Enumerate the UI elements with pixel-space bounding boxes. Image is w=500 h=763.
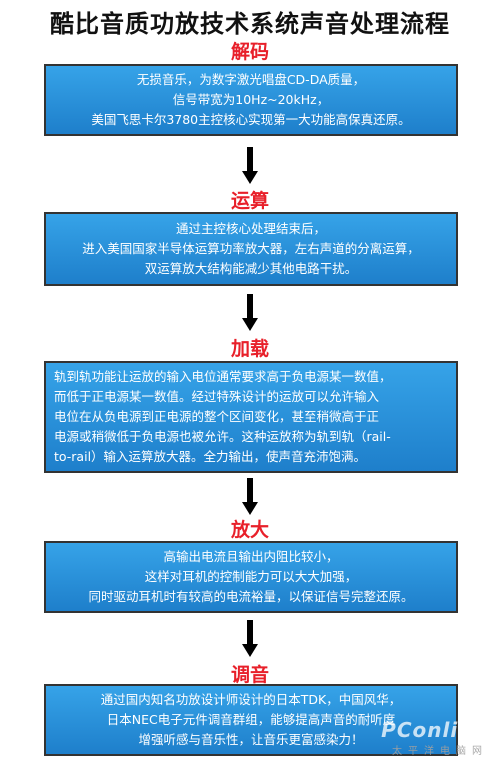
flow-arrow-down (242, 294, 258, 331)
stage-box-line: 同时驱动耳机时有较高的电流裕量，以保证信号完整还原。 (88, 589, 414, 604)
stage-box-tuning: 通过国内知名功放设计师设计的日本TDK，中国风华， 日本NEC电子元件调音群组，… (44, 684, 458, 756)
stage-box-line: 电源或稍微低于负电源也被允许。这种运放称为轨到轨（rail- (54, 429, 391, 444)
stage-box-line: 日本NEC电子元件调音群组，能够提高声音的耐听度 (106, 712, 396, 727)
stage-box-line: 轨到轨功能让运放的输入电位通常要求高于负电源某一数值， (54, 369, 392, 384)
stage-box-line: 高输出电流且输出内阻比较小， (163, 549, 339, 564)
stage-label-decode: 解码 (230, 41, 269, 63)
stage-label-compute: 运算 (230, 190, 269, 212)
stage-box-load: 轨到轨功能让运放的输入电位通常要求高于负电源某一数值， 而低于正电源某一数值。经… (44, 361, 458, 473)
stage-box-line: 而低于正电源某一数值。经过特殊设计的运放可以允许输入 (54, 389, 380, 404)
watermark-sub-text: 太平洋电脑网 (392, 746, 488, 757)
stage-label-load: 加载 (230, 338, 269, 360)
stage-box-line: 通过主控核心处理结束后， (175, 221, 326, 236)
stage-label-tuning: 调音 (230, 664, 269, 686)
stage-box-line: 信号带宽为10Hz~20kHz， (172, 92, 330, 107)
pconline-watermark: PConline 太平洋电脑网 (381, 718, 488, 757)
watermark-main-text: PConline (381, 718, 488, 742)
stage-box-line: 这样对耳机的控制能力可以大大加强， (144, 569, 358, 584)
stage-box-line: 无损音乐，为数字激光唱盘CD-DA质量， (136, 72, 366, 87)
stage-box-line: to-rail）输入运算放大器。全力输出，使声音充沛饱满。 (54, 449, 367, 464)
stage-box-line: 美国飞思卡尔3780主控核心实现第一大功能高保真还原。 (91, 112, 411, 127)
stage-box-line: 通过国内知名功放设计师设计的日本TDK，中国风华， (100, 692, 402, 707)
stage-box-decode: 无损音乐，为数字激光唱盘CD-DA质量， 信号带宽为10Hz~20kHz， 美国… (44, 64, 458, 136)
stage-box-amplify: 高输出电流且输出内阻比较小， 这样对耳机的控制能力可以大大加强， 同时驱动耳机时… (44, 541, 458, 613)
stage-box-line: 进入美国国家半导体运算功率放大器，左右声道的分离运算， (82, 241, 420, 256)
diagram-title: 酷比音质功放技术系统声音处理流程 (50, 10, 450, 38)
stage-label-amplify: 放大 (230, 519, 269, 541)
flow-arrow-down (242, 478, 258, 515)
stage-box-line: 增强听感与音乐性，让音乐更富感染力！ (138, 732, 364, 747)
stage-box-compute: 通过主控核心处理结束后， 进入美国国家半导体运算功率放大器，左右声道的分离运算，… (44, 212, 458, 286)
flow-arrow-down (242, 147, 258, 184)
stage-box-line: 双运算放大结构能减少其他电路干扰。 (144, 261, 358, 276)
stage-box-line: 电位在从负电源到正电源的整个区间变化，甚至稍微高于正 (54, 409, 380, 424)
flow-arrow-down (242, 620, 258, 657)
